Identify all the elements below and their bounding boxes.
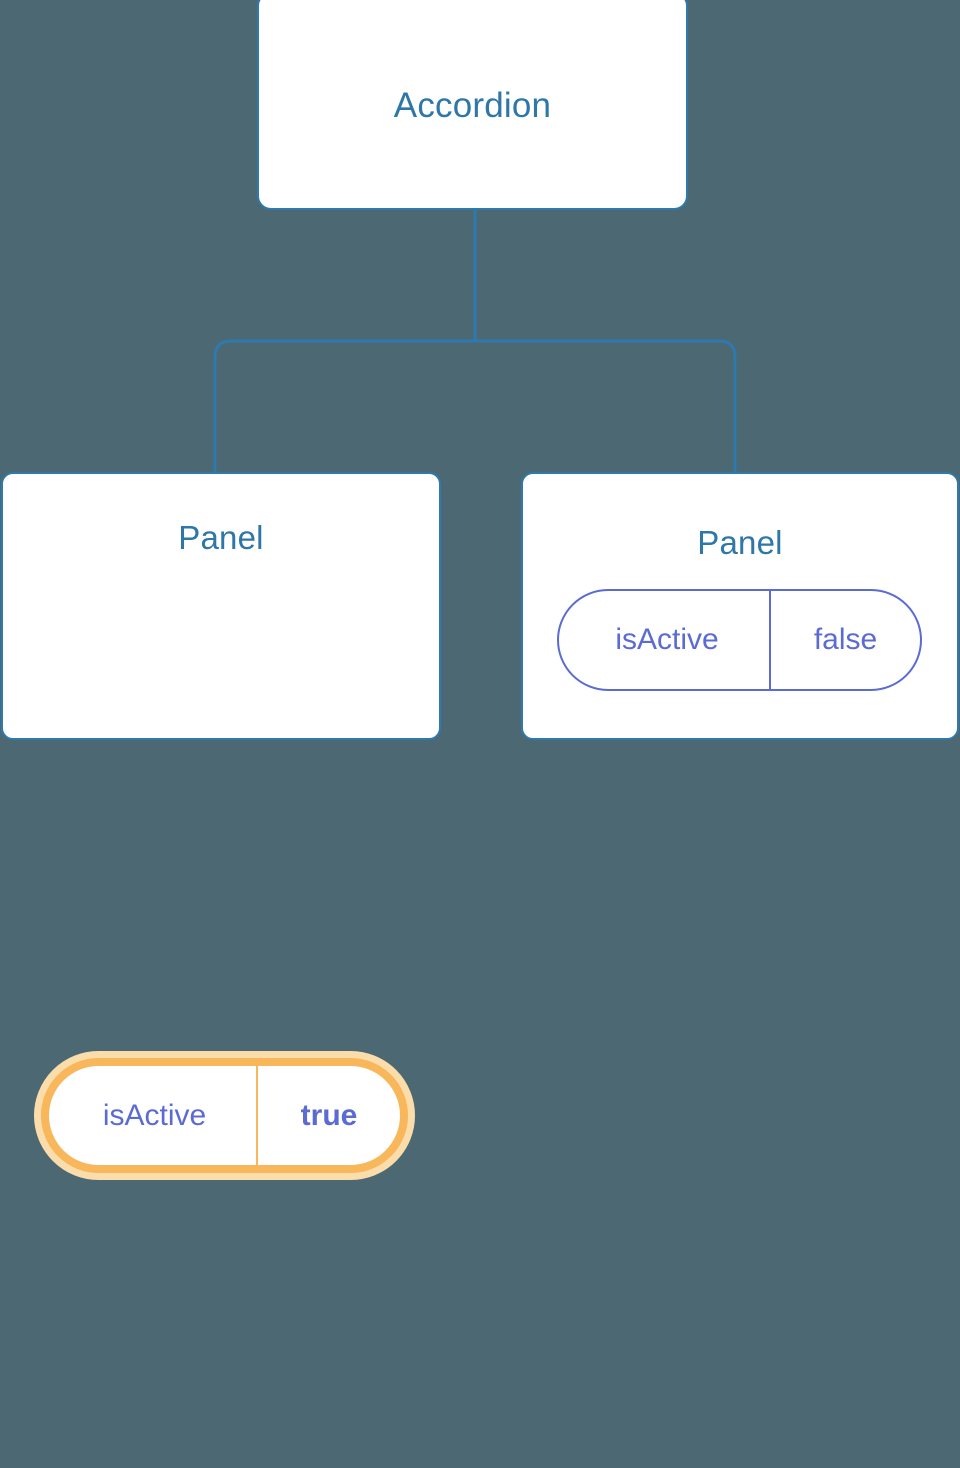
node-panel-left[interactable]: Panel isActive true <box>1 472 441 1180</box>
prop-value-label: false <box>813 623 878 656</box>
prop-pill-isactive-false[interactable]: isActive false <box>557 589 922 691</box>
node-panel-right-title: Panel <box>697 524 783 561</box>
prop-pill-isactive-true[interactable]: isActive true <box>34 1051 415 1180</box>
diagram-canvas: Accordion Panel isActive true Panel isAc… <box>1 0 959 1180</box>
connector-branch-right <box>475 339 737 472</box>
connector-branch-left <box>213 339 475 472</box>
node-panel-left-title: Panel <box>178 519 264 556</box>
prop-key-label: isActive <box>559 591 771 689</box>
prop-pill-content: isActive true <box>49 1066 400 1165</box>
prop-value-label: true <box>300 1098 358 1132</box>
node-accordion[interactable]: Accordion <box>257 0 688 210</box>
node-accordion-title: Accordion <box>393 86 552 125</box>
connector-lines <box>213 210 737 472</box>
prop-key-label: isActive <box>49 1066 258 1165</box>
